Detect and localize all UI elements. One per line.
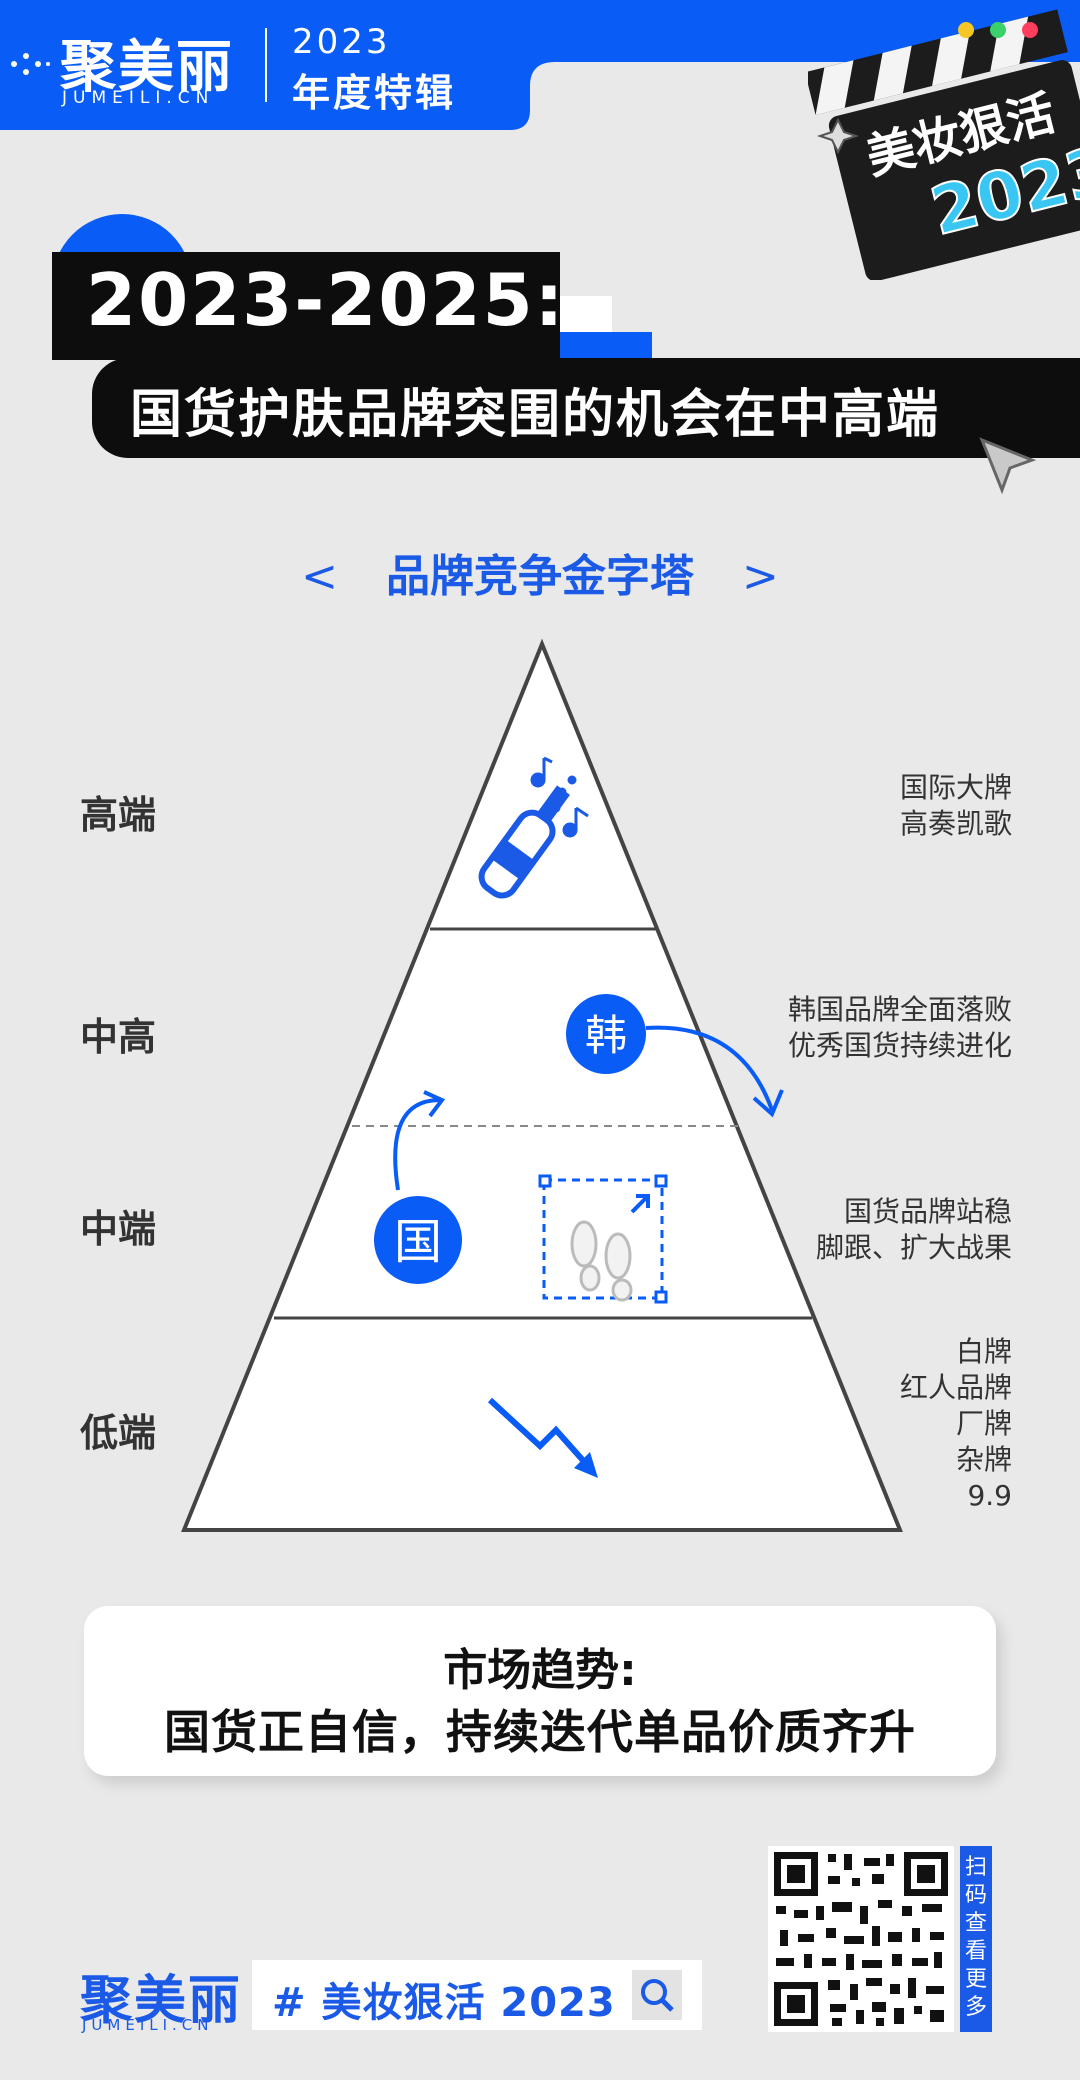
scan-char: 码 [964, 1883, 987, 1908]
desc-line: 脚跟、扩大战果 [815, 1231, 1012, 1264]
desc-line: 厂牌 [955, 1407, 1012, 1440]
page-title-line2: 国货护肤品牌突围的机会在中高端 [130, 385, 941, 445]
footprints-expand-icon [538, 1174, 668, 1304]
title-deco-white [560, 296, 612, 332]
level-desc-high: 国际大牌 高奏凯歌 [900, 770, 1012, 842]
scan-char: 查 [964, 1911, 987, 1936]
level-desc-midhigh: 韩国品牌全面落败 优秀国货持续进化 [788, 992, 1012, 1064]
pyramid-diagram: 韩 国 [181, 638, 903, 1532]
header-background [0, 0, 1080, 130]
down-arrow-icon [645, 1025, 774, 1111]
level-desc-mid: 国货品牌站稳 脚跟、扩大战果 [816, 1194, 1012, 1266]
scan-more-label[interactable]: 扫 码 查 看 更 多 [960, 1846, 992, 2032]
logo-dots-icon [11, 53, 50, 75]
header-divider [265, 28, 267, 102]
trend-text: 国货正自信，持续迭代单品价质齐升 [164, 1705, 916, 1759]
header-bar: 聚美丽 JUMEILI.CN 2023 年度特辑 [0, 0, 1080, 130]
header-year: 2023 [292, 22, 391, 62]
pyramid-shape [181, 638, 903, 1532]
market-trend-card: 市场趋势: 国货正自信，持续迭代单品价质齐升 [84, 1606, 996, 1776]
cursor-icon [979, 437, 1037, 495]
domestic-badge [370, 1192, 466, 1288]
desc-line: 白牌 [955, 1335, 1012, 1368]
scan-char: 多 [964, 1995, 987, 2020]
scan-char: 更 [964, 1967, 987, 1992]
trend-heading: 市场趋势: [443, 1645, 637, 1696]
header-special-label: 年度特辑 [292, 71, 457, 115]
sparkle-icon [816, 117, 860, 155]
desc-line: 优秀国货持续进化 [787, 1029, 1012, 1062]
level-label-mid: 中端 [80, 1207, 157, 1251]
level-desc-low: 白牌 红人品牌 厂牌 杂牌 9.9 [900, 1334, 1012, 1514]
korea-badge [566, 994, 646, 1074]
footer-logo-domain: JUMEILI.CN [82, 2016, 214, 2034]
scan-char: 扫 [964, 1855, 987, 1880]
logo-text: 聚美丽 [60, 35, 234, 100]
desc-line: 国货品牌站稳 [843, 1195, 1012, 1228]
footer-logo-text: 聚美丽 [80, 1971, 243, 2031]
level-label-high: 高端 [80, 793, 157, 837]
qr-code[interactable] [768, 1846, 954, 2032]
chevron-right-icon: > [742, 551, 779, 602]
logo-domain: JUMEILI.CN [62, 88, 215, 108]
title-deco-blue [556, 332, 652, 358]
desc-line: 高奏凯歌 [899, 807, 1012, 840]
title-line1-box [52, 252, 560, 360]
pyramid-heading-text: 品牌竞争金字塔 [386, 551, 694, 602]
desc-line: 杂牌 [955, 1443, 1012, 1476]
clapperboard-badge: 美妆狠活 2023 [808, 9, 1080, 280]
korea-badge-text: 韩 [585, 1011, 627, 1060]
desc-line: 9.9 [967, 1479, 1012, 1512]
downtrend-arrow-icon [487, 1397, 598, 1478]
hashtag-search-bar[interactable]: # 美妆狠活 2023 [252, 1960, 702, 2030]
hashtag-text: # 美妆狠活 2023 [272, 1980, 616, 2026]
title-line2-box [92, 358, 1080, 458]
level-label-low: 低端 [80, 1411, 157, 1455]
desc-line: 红人品牌 [899, 1371, 1012, 1404]
page-title-line1: 2023-2025: [86, 258, 566, 342]
qr-code-icon [774, 1852, 948, 2026]
level-label-midhigh: 中高 [80, 1015, 157, 1059]
scan-char: 看 [964, 1939, 987, 1964]
domestic-badge-text: 国 [394, 1214, 442, 1270]
search-icon [641, 1979, 674, 2012]
chevron-left-icon: < [301, 551, 338, 602]
desc-line: 国际大牌 [899, 771, 1012, 804]
search-button[interactable] [632, 1970, 682, 2020]
music-notes-icon [530, 756, 589, 838]
desc-line: 韩国品牌全面落败 [787, 993, 1012, 1026]
pyramid-heading: < 品牌竞争金字塔 > [0, 540, 1080, 604]
up-arrow-icon [393, 1098, 441, 1191]
